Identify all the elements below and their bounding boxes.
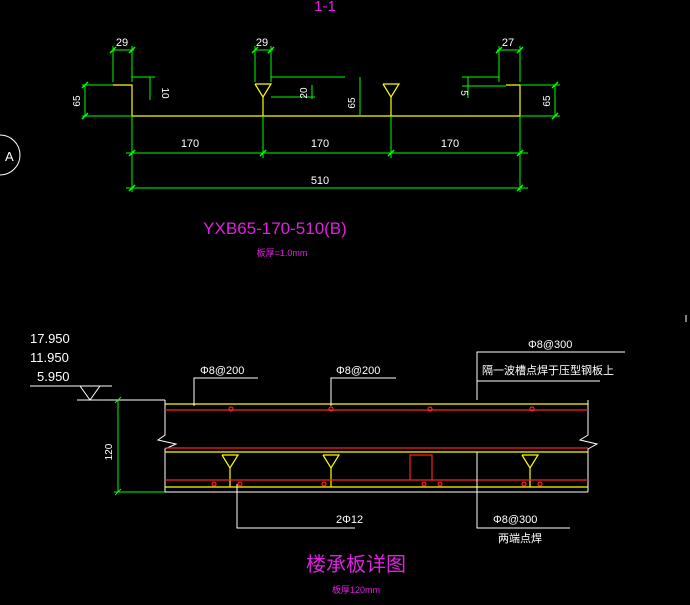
dim-rib-depth: 20 xyxy=(299,87,310,99)
dim-top-right: 27 xyxy=(502,37,514,49)
detail-subtitle: 板厚120mm xyxy=(332,584,380,595)
dim-left-height: 65 xyxy=(72,95,83,107)
callout-top-left: Φ8@200 xyxy=(200,365,244,377)
callout-top-mid: Φ8@200 xyxy=(336,365,380,377)
dim-right-height: 65 xyxy=(542,95,553,107)
callout-right-top-note: 隔一波槽点焊于压型钢板上 xyxy=(482,363,614,377)
dim-left-lip: 10 xyxy=(159,87,170,99)
deck-profile: 29 29 27 65 10 20 65 5 65 170 170 170 51… xyxy=(72,37,560,258)
callout-bottom-bars: 2Φ12 xyxy=(336,514,363,526)
span-total: 510 xyxy=(311,175,329,187)
leader-lines xyxy=(193,351,625,529)
level-2: 11.950 xyxy=(30,350,69,365)
deck-thickness: 板厚=1.0mm xyxy=(257,247,308,258)
callout-right-top: Φ8@300 xyxy=(528,339,572,351)
rebar xyxy=(165,406,588,487)
callout-right-bottom-note: 两端点焊 xyxy=(498,531,542,545)
dim-top-mid: 29 xyxy=(256,37,268,49)
depth-dimension xyxy=(114,396,165,496)
dim-top-left: 29 xyxy=(116,37,128,49)
level-3: 5.950 xyxy=(37,369,70,384)
deck-outline xyxy=(113,83,521,117)
span-1: 170 xyxy=(181,138,199,150)
deck-model: YXB65-170-510(B) xyxy=(203,219,347,238)
slab-outline xyxy=(156,400,599,493)
axis-bubble: A xyxy=(0,134,21,176)
level-symbol xyxy=(30,385,165,401)
profile-ticks xyxy=(81,46,559,192)
callout-right-bottom: Φ8@300 xyxy=(493,514,537,526)
dim-mid-height: 65 xyxy=(347,97,358,109)
level-1: 17.950 xyxy=(30,331,70,346)
floor-detail: 17.950 11.950 5.950 120 xyxy=(30,331,625,595)
axis-label: A xyxy=(5,149,14,164)
detail-title: 楼承板详图 xyxy=(306,553,406,576)
slab-depth: 120 xyxy=(104,443,115,460)
profile-dimension-lines xyxy=(82,46,560,192)
section-label: 1-1 xyxy=(314,0,336,15)
dim-right-lip: 5 xyxy=(458,90,469,96)
detail-deck xyxy=(165,403,588,488)
span-2: 170 xyxy=(311,138,329,150)
span-3: 170 xyxy=(441,138,459,150)
